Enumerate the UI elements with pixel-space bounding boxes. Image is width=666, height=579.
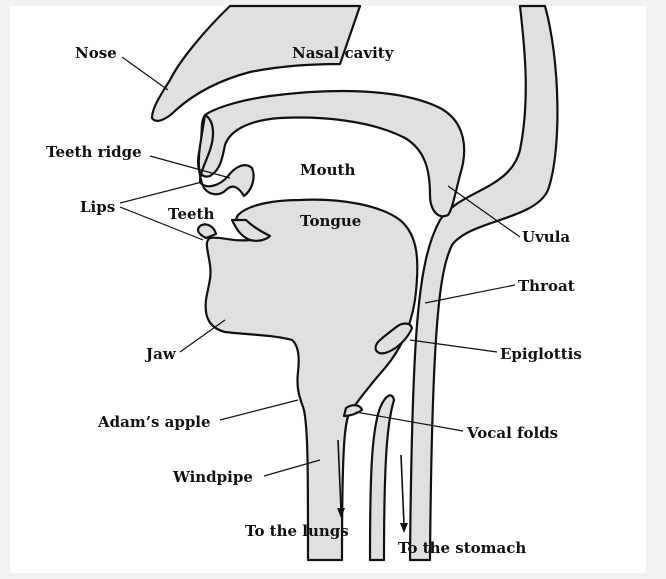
label-vocal-folds: Vocal folds xyxy=(466,424,558,442)
label-tongue: Tongue xyxy=(300,212,361,230)
palate-shape xyxy=(198,91,464,216)
label-lips: Lips xyxy=(80,198,115,216)
label-teeth-ridge: Teeth ridge xyxy=(46,143,142,161)
label-epiglottis: Epiglottis xyxy=(500,345,582,363)
label-adams-apple: Adam’s apple xyxy=(97,413,211,431)
tongue-jaw-shape xyxy=(206,200,418,560)
oesophagus-divider xyxy=(370,395,394,560)
label-teeth: Teeth xyxy=(168,205,214,223)
label-to-stomach: To the stomach xyxy=(398,539,526,557)
label-nose: Nose xyxy=(75,44,117,62)
label-nasal-cavity: Nasal cavity xyxy=(292,44,395,62)
label-throat: Throat xyxy=(518,277,575,295)
vocal-folds-shape xyxy=(344,405,362,416)
arrow-head-stomach xyxy=(400,523,408,533)
label-jaw: Jaw xyxy=(144,345,177,363)
label-windpipe: Windpipe xyxy=(172,468,253,486)
label-mouth: Mouth xyxy=(300,161,355,179)
label-to-lungs: To the lungs xyxy=(245,522,349,540)
label-uvula: Uvula xyxy=(522,228,570,246)
lower-lip-shape xyxy=(198,224,216,238)
